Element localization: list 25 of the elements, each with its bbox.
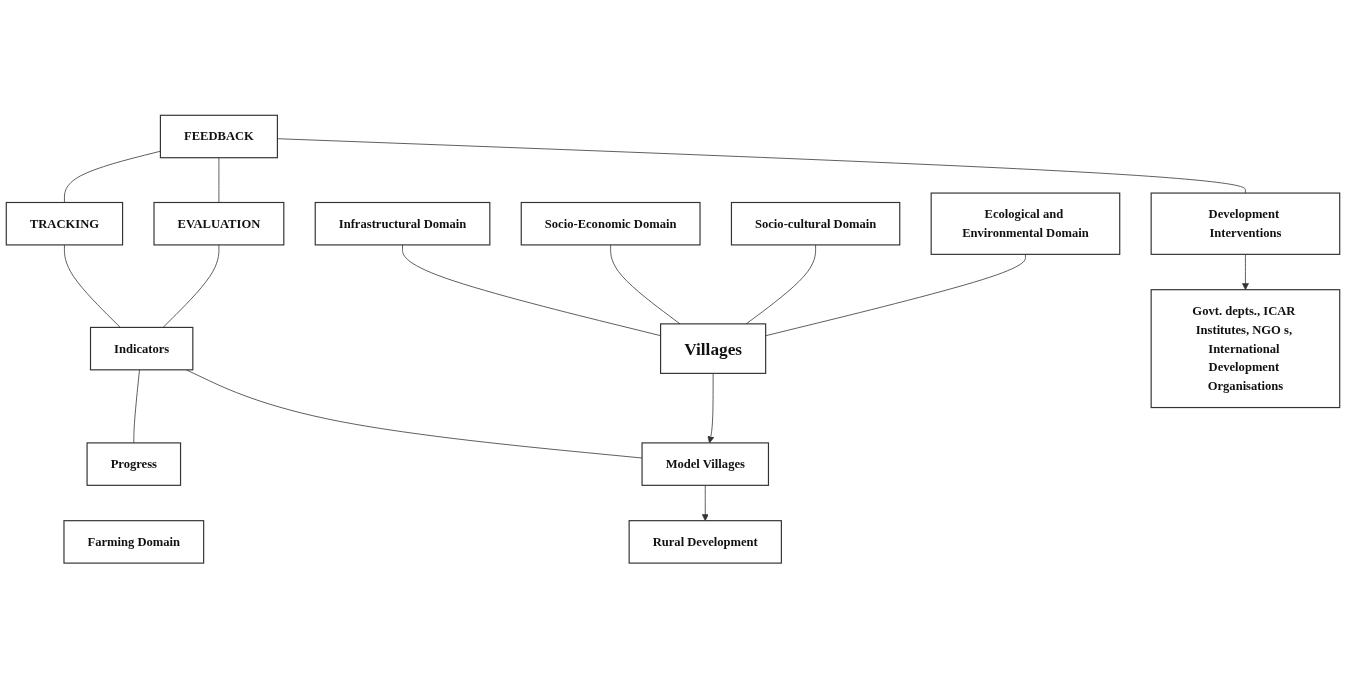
node-box: Govt. depts., ICAR Institutes, NGO s, International Development Organisations <box>1150 289 1341 409</box>
node-box: Progress <box>86 442 182 487</box>
connector <box>745 244 816 325</box>
node-box: EVALUATION <box>153 202 285 246</box>
connector <box>218 157 220 204</box>
node-box: Farming Domain <box>63 520 205 564</box>
connector <box>64 244 121 329</box>
connector <box>64 151 161 204</box>
connector <box>765 254 1026 337</box>
node-box: Villages <box>660 323 767 375</box>
node-box: Indicators <box>89 327 194 371</box>
connector <box>610 244 681 325</box>
node-box: FEEDBACK <box>159 115 278 159</box>
node-box: Ecological and Environmental Domain <box>930 192 1121 256</box>
node-box: Development Interventions <box>1150 192 1341 256</box>
node-box: Socio-Economic Domain <box>520 202 701 246</box>
connector <box>133 369 140 444</box>
connector <box>277 138 1246 194</box>
node-box: Rural Development <box>628 520 782 564</box>
node-box: Model Villages <box>641 442 770 487</box>
connector <box>402 244 661 337</box>
node-box: TRACKING <box>5 202 124 246</box>
node-box: Socio-cultural Domain <box>730 202 901 246</box>
connector <box>162 244 220 329</box>
node-box: Infrastructural Domain <box>314 202 491 246</box>
